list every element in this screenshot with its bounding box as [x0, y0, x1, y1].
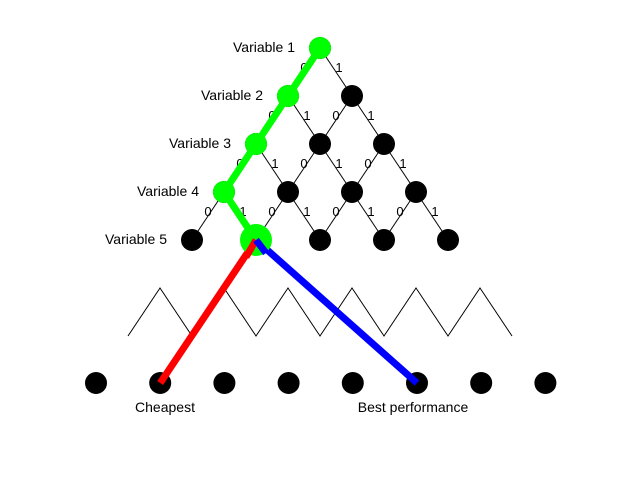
branch-label-1: 1 — [239, 204, 246, 219]
selected-path-node — [309, 37, 331, 59]
branch-label-1: 1 — [335, 60, 342, 75]
tree-node — [341, 85, 363, 107]
path-to-cheapest — [157, 238, 259, 385]
branch-label-1: 1 — [367, 204, 374, 219]
selected-path-node — [213, 181, 235, 203]
branch-label-1: 1 — [431, 204, 438, 219]
branch-label-1: 1 — [335, 156, 342, 171]
tree-node — [405, 181, 427, 203]
branch-label-1: 1 — [367, 108, 374, 123]
branch-label-1: 1 — [399, 156, 406, 171]
tree-node — [341, 181, 363, 203]
leaf-node — [213, 372, 236, 394]
branch-label-0: 0 — [332, 204, 339, 219]
branch-label-0: 0 — [332, 108, 339, 123]
variable-1-label: Variable 1 — [233, 39, 295, 55]
branch-label-0: 0 — [204, 204, 211, 219]
path-to-best-performance — [253, 237, 420, 386]
tree-node — [309, 133, 331, 155]
tree-node — [437, 229, 459, 251]
tree-node — [373, 229, 395, 251]
variable-2-label: Variable 2 — [201, 87, 263, 103]
branch-label-0: 0 — [396, 204, 403, 219]
cheapest-label: Cheapest — [135, 399, 195, 415]
tree-node — [373, 133, 395, 155]
variable-5-label: Variable 5 — [105, 231, 167, 247]
leaf-node — [277, 372, 300, 394]
branch-label-0: 0 — [300, 156, 307, 171]
branch-label-1: 1 — [303, 204, 310, 219]
best-performance-label: Best performance — [358, 399, 469, 415]
branch-label-0: 0 — [268, 204, 275, 219]
selected-path-node — [245, 133, 267, 155]
selected-path-node — [277, 85, 299, 107]
leaf-node — [341, 372, 364, 394]
tree-node — [309, 229, 331, 251]
leaf-node — [470, 372, 493, 394]
tree-node — [277, 181, 299, 203]
leaf-node — [85, 372, 107, 394]
branch-label-1: 1 — [303, 108, 310, 123]
branch-label-1: 1 — [271, 156, 278, 171]
tree-nodes — [85, 37, 557, 394]
variable-4-label: Variable 4 — [137, 183, 199, 199]
branch-label-0: 0 — [364, 156, 371, 171]
tree-node — [181, 229, 203, 251]
highlighted-paths — [157, 37, 420, 386]
variable-3-label: Variable 3 — [169, 135, 231, 151]
leaf-node — [534, 372, 557, 394]
path-to-best-start — [253, 237, 269, 256]
